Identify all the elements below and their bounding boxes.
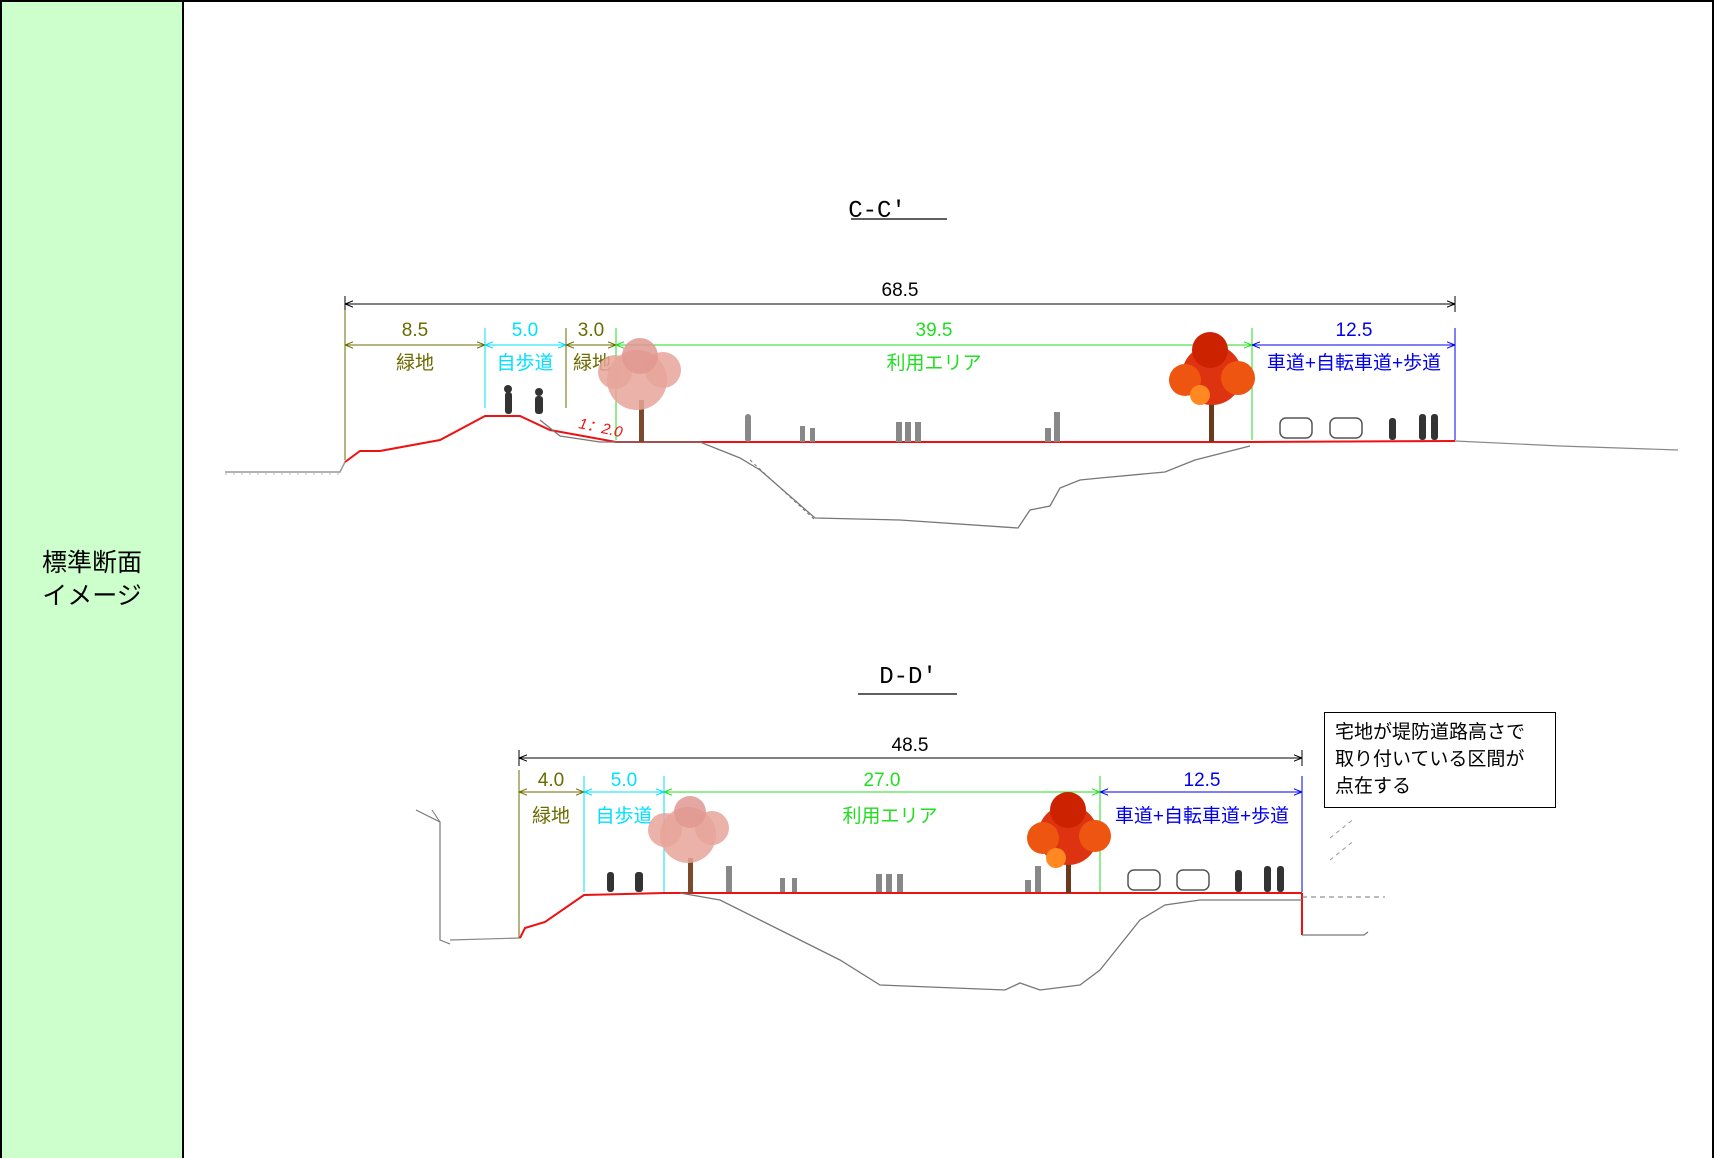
section-c-seg1-label: 緑地 [396,352,434,374]
sidebar-label-line2: イメージ [42,582,142,610]
section-d-total-dim: 48.5 [518,735,1303,766]
section-c: C-C' 68.5 8.5 緑地 5.0 自歩道 3.0 緑地 [225,198,1679,529]
section-d-pink-tree [648,796,729,893]
section-c-seg2-width: 5.0 [512,320,538,341]
section-d-seg1-label: 緑地 [532,805,570,827]
section-c-seg4-label: 利用エリア [886,352,981,374]
note-line1: 宅地が堤防道路高さで [1335,722,1526,743]
section-c-figures [504,385,1438,442]
section-c-total-dim: 68.5 [344,280,1456,312]
section-c-autumn-tree [1169,332,1255,442]
section-c-seg4-width: 39.5 [916,320,953,341]
section-c-total: 68.5 [882,280,919,301]
section-d-total: 48.5 [892,735,929,756]
section-c-profile [225,415,1679,529]
sidebar-label-line1: 標準断面 [41,549,142,577]
section-d-seg2-width: 5.0 [611,770,637,791]
section-d-seg4-label: 車道+自転車道+歩道 [1115,805,1289,827]
section-d-seg4-width: 12.5 [1184,770,1221,791]
section-d-figures [607,866,1284,892]
section-c-segments: 8.5 緑地 5.0 自歩道 3.0 緑地 39.5 利用エリア 12.5 車道… [344,310,1456,460]
sidebar: 標準断面 イメージ [2,2,184,1158]
section-c-pink-tree [598,338,681,442]
section-c-slope: 1：2.0 [577,415,624,441]
note-box: 宅地が堤防道路高さで 取り付いている区間が 点在する [1324,712,1556,808]
sidebar-label: 標準断面 イメージ [2,547,182,613]
section-c-seg3-width: 3.0 [578,320,604,341]
note-line2: 取り付いている区間が [1335,749,1525,770]
section-d-profile [415,809,1385,991]
section-d-seg3-width: 27.0 [864,770,901,791]
section-c-title: C-C' [848,198,906,225]
section-c-seg5-width: 12.5 [1336,320,1373,341]
section-c-seg2-label: 自歩道 [496,352,553,374]
section-d: D-D' 48.5 4.0 緑地 5.0 自歩道 27.0 利用エリア [415,664,1385,991]
section-c-seg1-width: 8.5 [402,320,428,341]
section-d-seg1-width: 4.0 [538,770,564,791]
note-line3: 点在する [1335,776,1412,797]
section-d-autumn-tree [1027,792,1111,893]
section-c-seg5-label: 車道+自転車道+歩道 [1267,352,1441,374]
section-d-segments: 4.0 緑地 5.0 自歩道 27.0 利用エリア 12.5 車道+自転車道+歩… [518,770,1303,938]
section-d-title: D-D' [879,664,937,691]
section-d-seg3-label: 利用エリア [842,805,937,827]
section-d-seg2-label: 自歩道 [595,805,652,827]
